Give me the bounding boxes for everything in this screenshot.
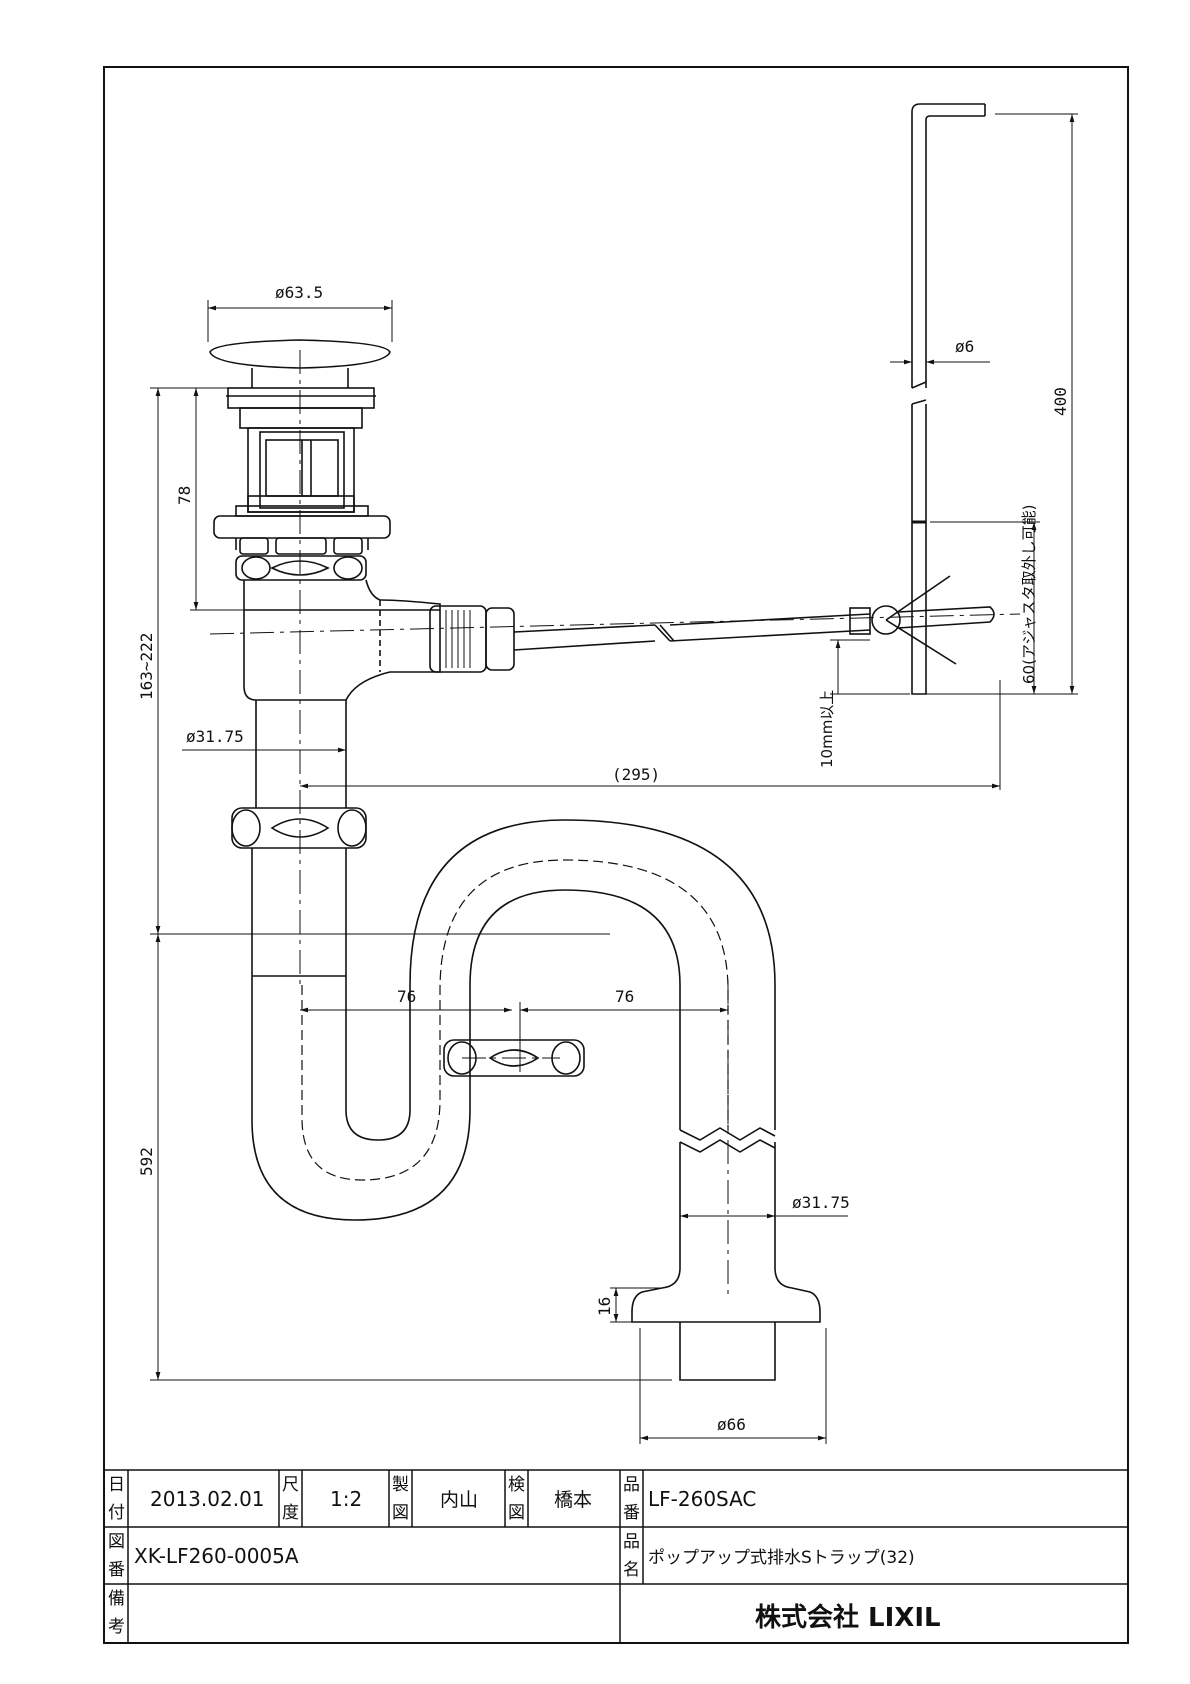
label-date-2: 付	[108, 1503, 125, 1523]
label-date-1: 日	[108, 1475, 125, 1495]
label-remarks-2: 考	[108, 1617, 125, 1637]
value-date: 2013.02.01	[150, 1487, 265, 1511]
value-checked-by: 橋本	[554, 1489, 592, 1511]
label-part-no-1: 品	[623, 1475, 640, 1495]
label-remarks-1: 備	[108, 1589, 125, 1609]
dim-clearance: 10mm以上	[818, 690, 836, 768]
label-drawing-no-2: 番	[108, 1560, 125, 1580]
dim-trap-right: 76	[615, 987, 634, 1006]
label-part-name-1: 品	[623, 1532, 640, 1552]
dim-reach: (295)	[612, 765, 660, 784]
centerlines	[209, 350, 1021, 1300]
company-name: 株式会社 LIXIL	[755, 1602, 941, 1633]
label-part-no-2: 番	[623, 1503, 640, 1523]
value-drawn-by: 内山	[440, 1489, 478, 1511]
value-part-name: ポップアップ式排水Sトラップ(32)	[648, 1548, 915, 1568]
label-scale-1: 尺	[282, 1475, 299, 1495]
label-checked-2: 図	[508, 1503, 525, 1523]
dim-flange-height: 16	[595, 1297, 614, 1316]
dim-trap-height: 592	[137, 1147, 156, 1176]
label-drawing-no-1: 図	[108, 1532, 125, 1552]
label-drawn-1: 製	[392, 1475, 409, 1495]
dim-body-height: 78	[175, 486, 194, 505]
pipe-drawing	[209, 103, 995, 1381]
label-drawn-2: 図	[392, 1503, 409, 1523]
label-part-name-2: 名	[623, 1560, 640, 1580]
value-scale: 1:2	[330, 1487, 362, 1511]
dim-plug-diameter: ø63.5	[275, 283, 323, 302]
dim-tail-diameter: ø31.75	[186, 727, 244, 746]
drawing-border	[103, 66, 1129, 1644]
dimension-lines	[150, 113, 1078, 1444]
title-block	[104, 1469, 1128, 1643]
dim-adjuster: 60(アジャスタ取外し可能)	[1020, 505, 1038, 684]
label-scale-2: 度	[282, 1503, 299, 1523]
dim-trap-left: 76	[397, 987, 416, 1006]
dim-flange-diameter: ø66	[717, 1415, 746, 1434]
dim-outlet-diameter: ø31.75	[792, 1193, 850, 1212]
label-checked-1: 検	[508, 1475, 525, 1495]
dim-total-height: 163~222	[137, 633, 156, 700]
dim-rod-diameter: ø6	[955, 337, 974, 356]
value-drawing-no: XK-LF260-0005A	[134, 1544, 299, 1568]
dim-rod-length: 400	[1051, 387, 1070, 416]
value-part-no: LF-260SAC	[648, 1487, 756, 1511]
